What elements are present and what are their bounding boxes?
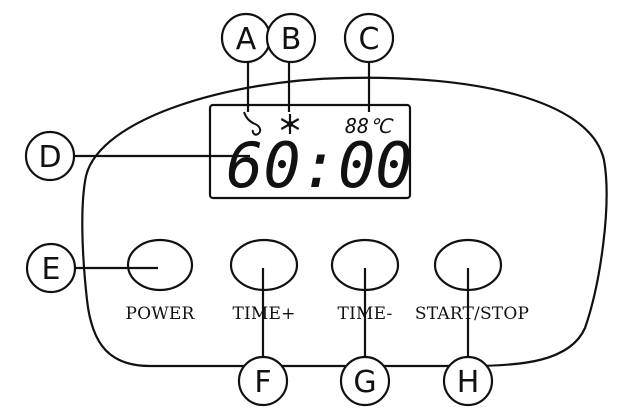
callout-circle-c	[343, 12, 395, 64]
callout-letter-c: C	[359, 22, 380, 57]
callout-circle-b	[265, 12, 317, 64]
callout-letter-f: F	[254, 365, 271, 400]
callout-circle-g	[339, 355, 391, 407]
lcd-display	[208, 103, 412, 200]
callout-letter-h: H	[457, 365, 480, 400]
callout-letter-e: E	[42, 252, 61, 287]
power-button[interactable]	[126, 238, 194, 292]
lcd-temperature: 88℃	[345, 114, 394, 138]
callout-letter-b: B	[281, 22, 302, 57]
callout-letter-g: G	[353, 365, 376, 400]
callout-letter-d: D	[38, 140, 61, 175]
start-stop-button-label: START/STOP	[415, 304, 529, 324]
power-button-label: POWER	[125, 304, 195, 324]
lcd-time: 60:00	[226, 129, 413, 202]
snowflake-icon	[280, 114, 300, 134]
callout-circle-d	[24, 130, 76, 182]
callout-circle-e	[25, 242, 77, 294]
heating-hook-icon	[243, 111, 262, 136]
callout-letter-a: A	[236, 22, 257, 57]
panel-outline	[81, 76, 608, 368]
callout-circle-h	[442, 355, 494, 407]
callout-circle-f	[237, 355, 289, 407]
